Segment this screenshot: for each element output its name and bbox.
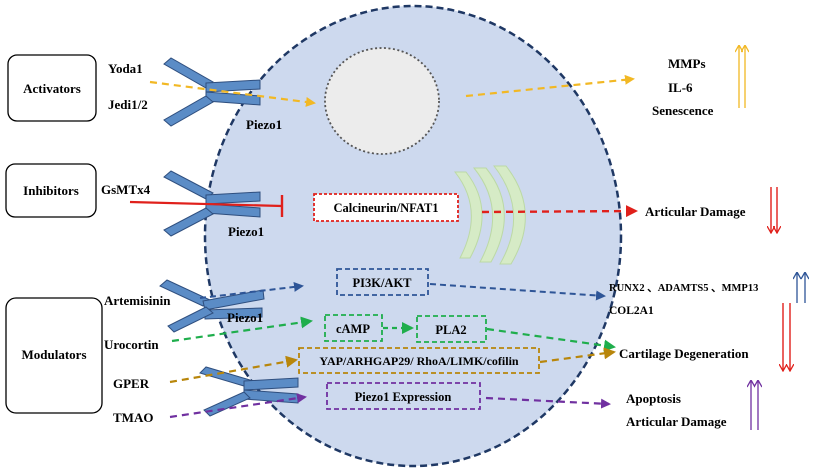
activators-label: Activators: [23, 81, 81, 96]
artemisinin-arrow: [199, 281, 304, 299]
agent-tmao: TMAO: [113, 410, 153, 425]
piezo1-label-c: Piezo1: [227, 310, 263, 325]
pla2-output-arrow: [486, 327, 616, 352]
piezo1-label-a: Piezo1: [246, 117, 282, 132]
calcineurin-label: Calcineurin/NFAT1: [333, 201, 438, 215]
agent-urocortin: Urocortin: [104, 337, 159, 352]
agent-jedi: Jedi1/2: [108, 97, 148, 112]
camp-label: cAMP: [336, 322, 370, 336]
tmao-arrow: [169, 393, 307, 419]
expression-output-arrow: [485, 396, 611, 409]
camp-box: [324, 314, 383, 342]
outcome-col2a1: COL2A1: [609, 305, 654, 317]
yap-output-arrow: [539, 347, 616, 364]
piezo1-label-b: Piezo1: [228, 224, 264, 239]
agent-gper: GPER: [113, 376, 150, 391]
outcome-articular-damage-2: Articular Damage: [626, 414, 727, 429]
up-arrows-yellow: [739, 46, 745, 108]
piezo1-receptor-activator: [163, 57, 261, 127]
outcome-il6: IL-6: [668, 80, 693, 95]
expression-label: Piezo1 Expression: [355, 390, 452, 404]
yap-label: YAP/ARHGAP29/ RhoA/LIMK/cofilin: [319, 354, 519, 368]
yap-box: [298, 347, 540, 374]
piezo1-receptor-inhibitor: [163, 170, 261, 237]
endoplasmic-reticulum: [453, 165, 526, 265]
inhibitor-line: [129, 200, 283, 208]
activator-arrow: [149, 80, 316, 107]
outcome-apoptosis: Apoptosis: [626, 391, 681, 406]
expression-box: [326, 382, 481, 410]
up-arrows-purple: [751, 381, 758, 430]
nucleus: [324, 47, 440, 155]
nucleus-output-arrow: [465, 74, 635, 98]
outcome-mmps: MMPs: [668, 56, 706, 71]
calcineurin-box: [313, 193, 459, 222]
agent-artemisinin: Artemisinin: [104, 293, 171, 308]
outcome-genes: RUNX2 、ADAMTS5 、MMP13: [609, 283, 758, 294]
modulators-box: [5, 297, 103, 414]
up-arrows-navy: [797, 273, 805, 303]
outcome-senescence: Senescence: [652, 103, 714, 118]
down-arrows-red-2: [783, 303, 790, 371]
agent-yoda1: Yoda1: [108, 61, 143, 76]
inhibitors-box: [5, 163, 97, 218]
nfat-output-arrow: [481, 205, 638, 218]
piezo1-receptor-modulator-upper: [159, 279, 265, 333]
pi3k-output-arrow: [429, 283, 606, 301]
pi3k-label: PI3K/AKT: [352, 276, 412, 290]
down-arrows-red-1: [771, 187, 777, 233]
outcome-articular-damage-1: Articular Damage: [645, 204, 746, 219]
outcome-cartilage-degeneration: Cartilage Degeneration: [619, 346, 749, 361]
pi3k-box: [336, 268, 429, 296]
agent-gsmtx4: GsMTx4: [101, 182, 151, 197]
pla2-box: [416, 315, 487, 343]
activators-box: [7, 54, 97, 122]
gper-arrow: [169, 355, 298, 384]
pla2-label: PLA2: [435, 323, 466, 337]
modulators-label: Modulators: [22, 347, 87, 362]
inhibitors-label: Inhibitors: [23, 183, 79, 198]
piezo1-receptor-modulator-lower: [199, 366, 299, 417]
